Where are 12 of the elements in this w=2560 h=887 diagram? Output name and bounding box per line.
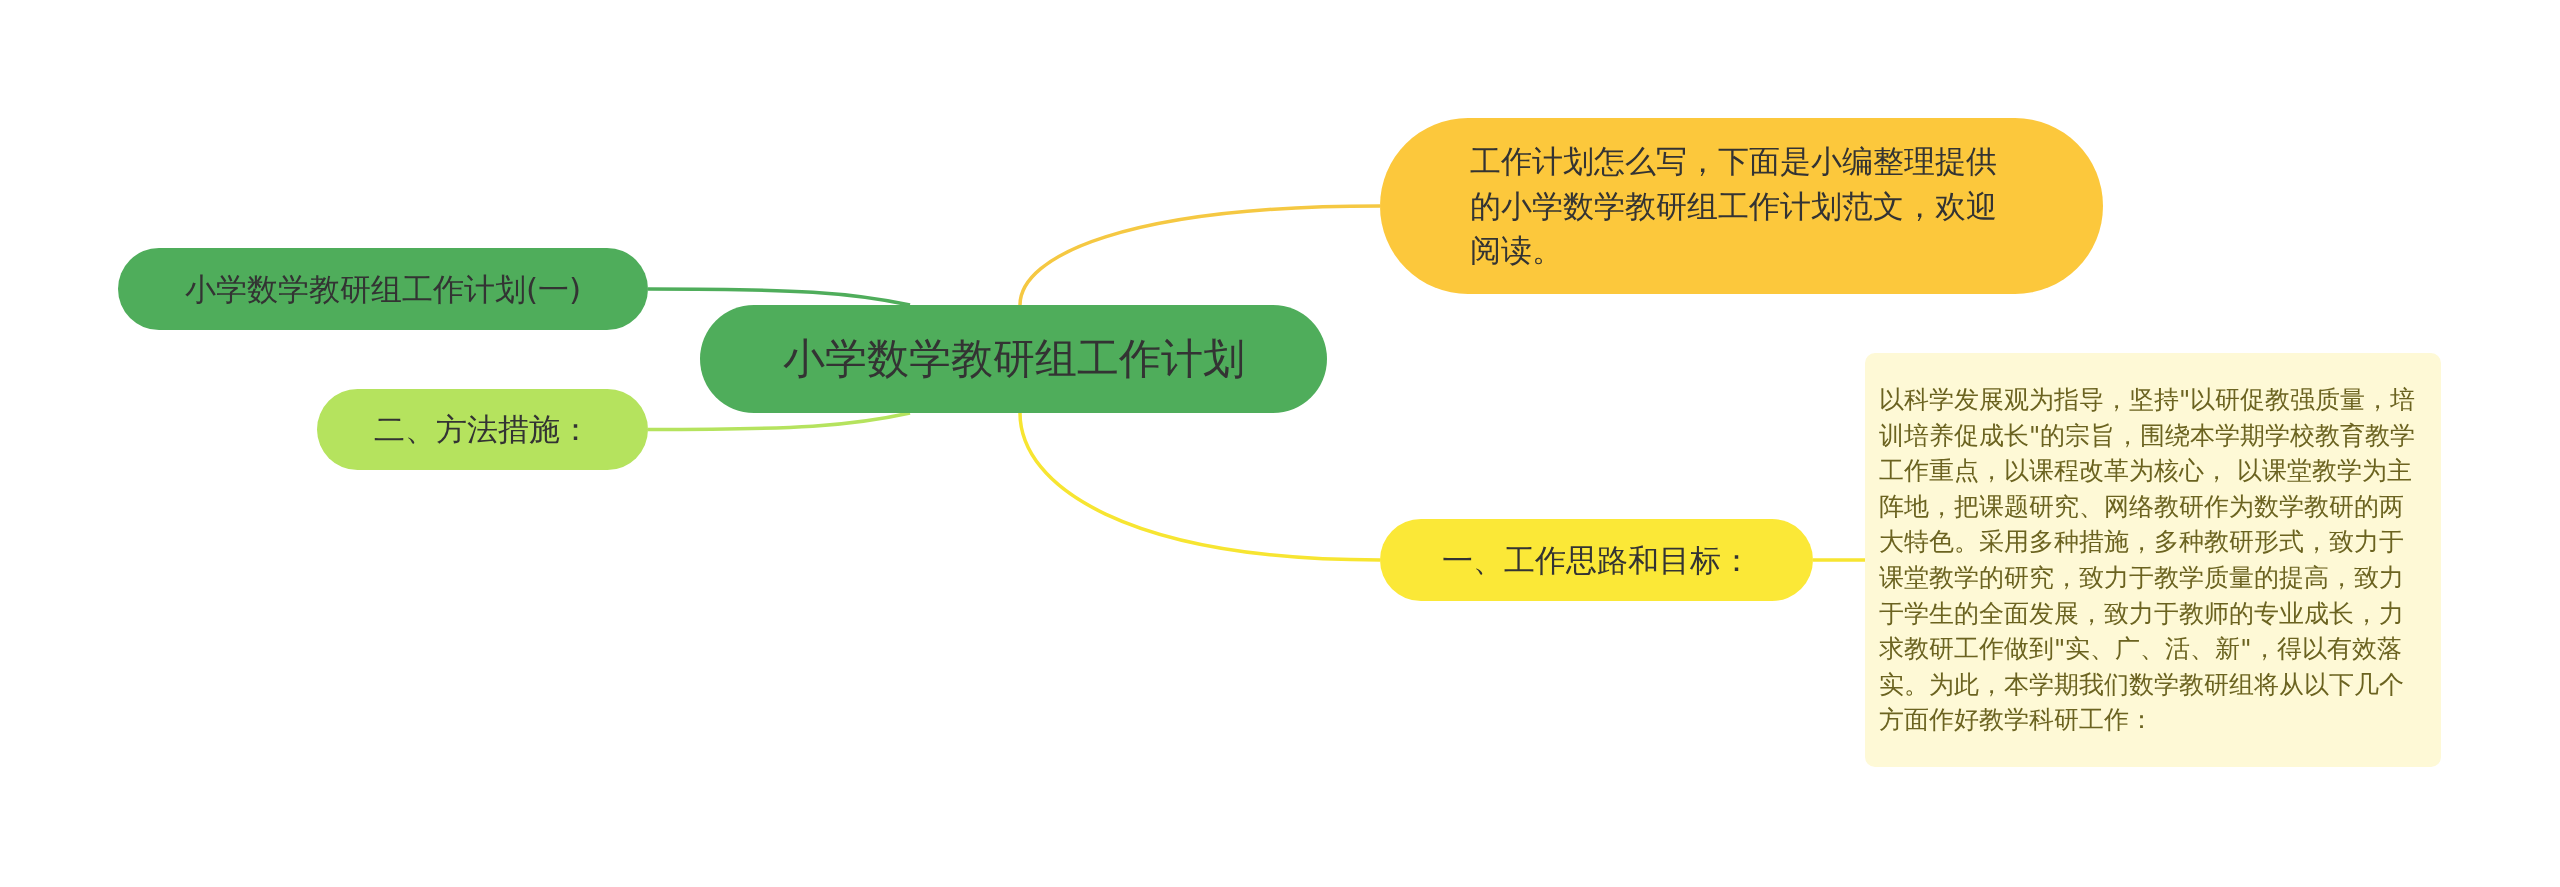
- node-text: 二、方法措施：: [374, 410, 591, 450]
- connector: [648, 287, 911, 307]
- node-text: 以科学发展观为指导，坚持"以研促教强质量，培训培养促成长"的宗旨，围绕本学期学校教育教学工作重点，以课程改革为核心， 以课堂教学为主阵地，把课题研究、网络教研作为数学教研的两大特色。采用多种措施，多种教研形式，致力于课堂教学的研究，致力于教学质量的提高，致力于学生的全面发展，致力于教师的专业成长，力求教研工作做到"实、广、活、新"，得以有效落实。为此，本学期我们数学教研组将从以下几个方面作好教学科研工作：: [1879, 384, 2417, 737]
- node-text: 工作计划怎么写，下面是小编整理提供的小学数学教研组工作计划范文，欢迎阅读。: [1470, 141, 1998, 271]
- node-text: 一、工作思路和目标：: [1441, 540, 1752, 580]
- node-text: 小学数学教研组工作计划: [782, 332, 1245, 385]
- node-text: 小学数学教研组工作计划(一): [184, 269, 582, 309]
- connector: [648, 411, 911, 432]
- connector: [1018, 204, 1381, 306]
- connector: [1813, 558, 1865, 562]
- note-box: [1865, 353, 2441, 767]
- connector: [1018, 412, 1381, 562]
